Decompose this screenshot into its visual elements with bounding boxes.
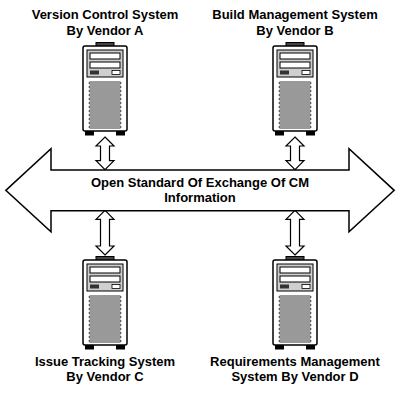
system-label: Requirements Management System By Vendor… bbox=[203, 354, 388, 385]
exchange-arrow bbox=[96, 137, 114, 170]
server-icon bbox=[271, 256, 319, 350]
system-node: Issue Tracking System By Vendor C bbox=[30, 256, 180, 385]
system-node: Version Control System By Vendor A bbox=[25, 7, 185, 136]
exchange-arrow bbox=[96, 210, 114, 255]
server-icon bbox=[271, 42, 319, 136]
band-label: Open Standard Of Exchange Of CM Informat… bbox=[5, 175, 395, 206]
exchange-band: Open Standard Of Exchange Of CM Informat… bbox=[5, 148, 395, 233]
exchange-arrow bbox=[286, 210, 304, 255]
exchange-arrow bbox=[286, 137, 304, 170]
system-node: Build Management System By Vendor B bbox=[208, 7, 383, 136]
system-label: Version Control System By Vendor A bbox=[25, 7, 185, 38]
server-icon bbox=[81, 256, 129, 350]
server-icon bbox=[81, 42, 129, 136]
system-label: Issue Tracking System By Vendor C bbox=[30, 354, 180, 385]
system-label: Build Management System By Vendor B bbox=[208, 7, 383, 38]
system-node: Requirements Management System By Vendor… bbox=[203, 256, 388, 385]
band-outline bbox=[6, 148, 394, 231]
